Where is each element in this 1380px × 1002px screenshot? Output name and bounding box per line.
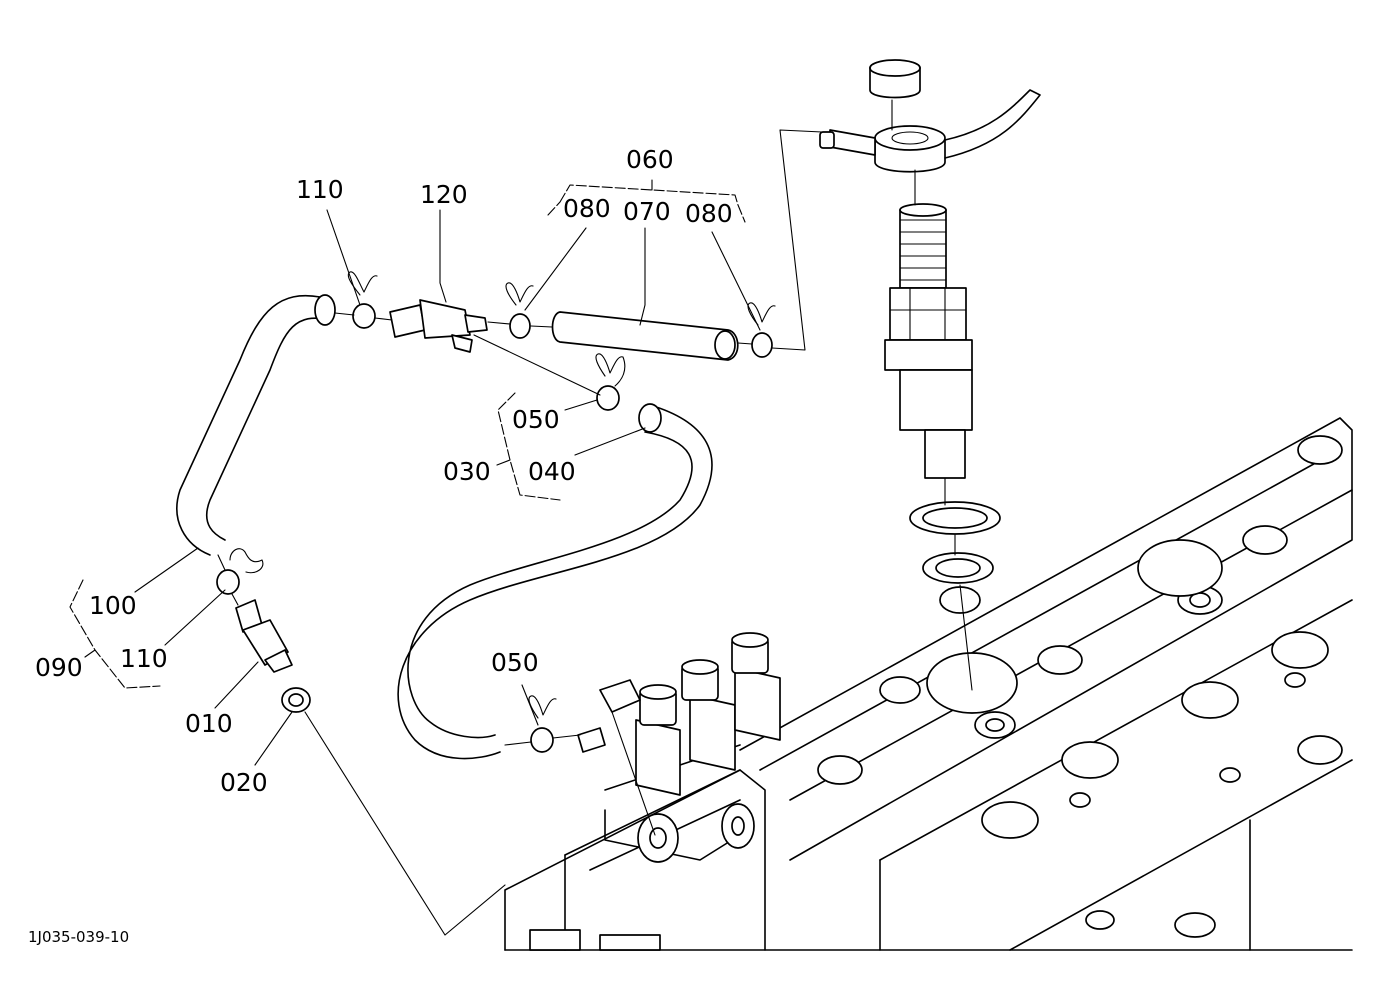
clip-050-bottom <box>528 695 557 753</box>
label-010: 010 <box>185 709 233 738</box>
label-050-bottom: 050 <box>491 648 539 677</box>
hose-100-end <box>314 294 336 326</box>
leader-lines <box>69 179 761 766</box>
injection-pump <box>529 632 781 951</box>
clip-110-bottom <box>216 548 264 595</box>
assembly-lines <box>217 129 823 936</box>
fitting-010 <box>235 599 293 673</box>
label-090: 090 <box>35 653 83 682</box>
label-110-bottom: 110 <box>120 644 168 673</box>
label-030: 030 <box>443 457 491 486</box>
hose-070 <box>551 311 739 361</box>
label-080-left: 080 <box>563 194 611 223</box>
label-060: 060 <box>626 145 674 174</box>
label-110-top: 110 <box>296 175 344 204</box>
clip-050-top <box>595 353 626 411</box>
clip-080-right <box>747 302 776 358</box>
clip-110-top <box>347 271 378 329</box>
part-labels: 110 120 060 080 070 080 050 030 040 100 … <box>28 145 733 946</box>
label-100: 100 <box>89 591 137 620</box>
hose-040-end <box>638 403 662 433</box>
hose-040 <box>397 404 713 760</box>
label-070: 070 <box>623 197 671 226</box>
label-080-right: 080 <box>685 199 733 228</box>
hose-100 <box>176 294 331 556</box>
cylinder-head <box>504 417 1353 951</box>
joint-120 <box>389 299 488 353</box>
washer-020 <box>281 687 311 713</box>
injector-nozzle <box>819 59 1041 691</box>
label-040: 040 <box>528 457 576 486</box>
diagram-code: 1J035-039-10 <box>28 928 129 946</box>
label-120: 120 <box>420 180 468 209</box>
label-050-top: 050 <box>512 405 560 434</box>
clip-080-left <box>505 282 534 339</box>
label-020: 020 <box>220 768 268 797</box>
